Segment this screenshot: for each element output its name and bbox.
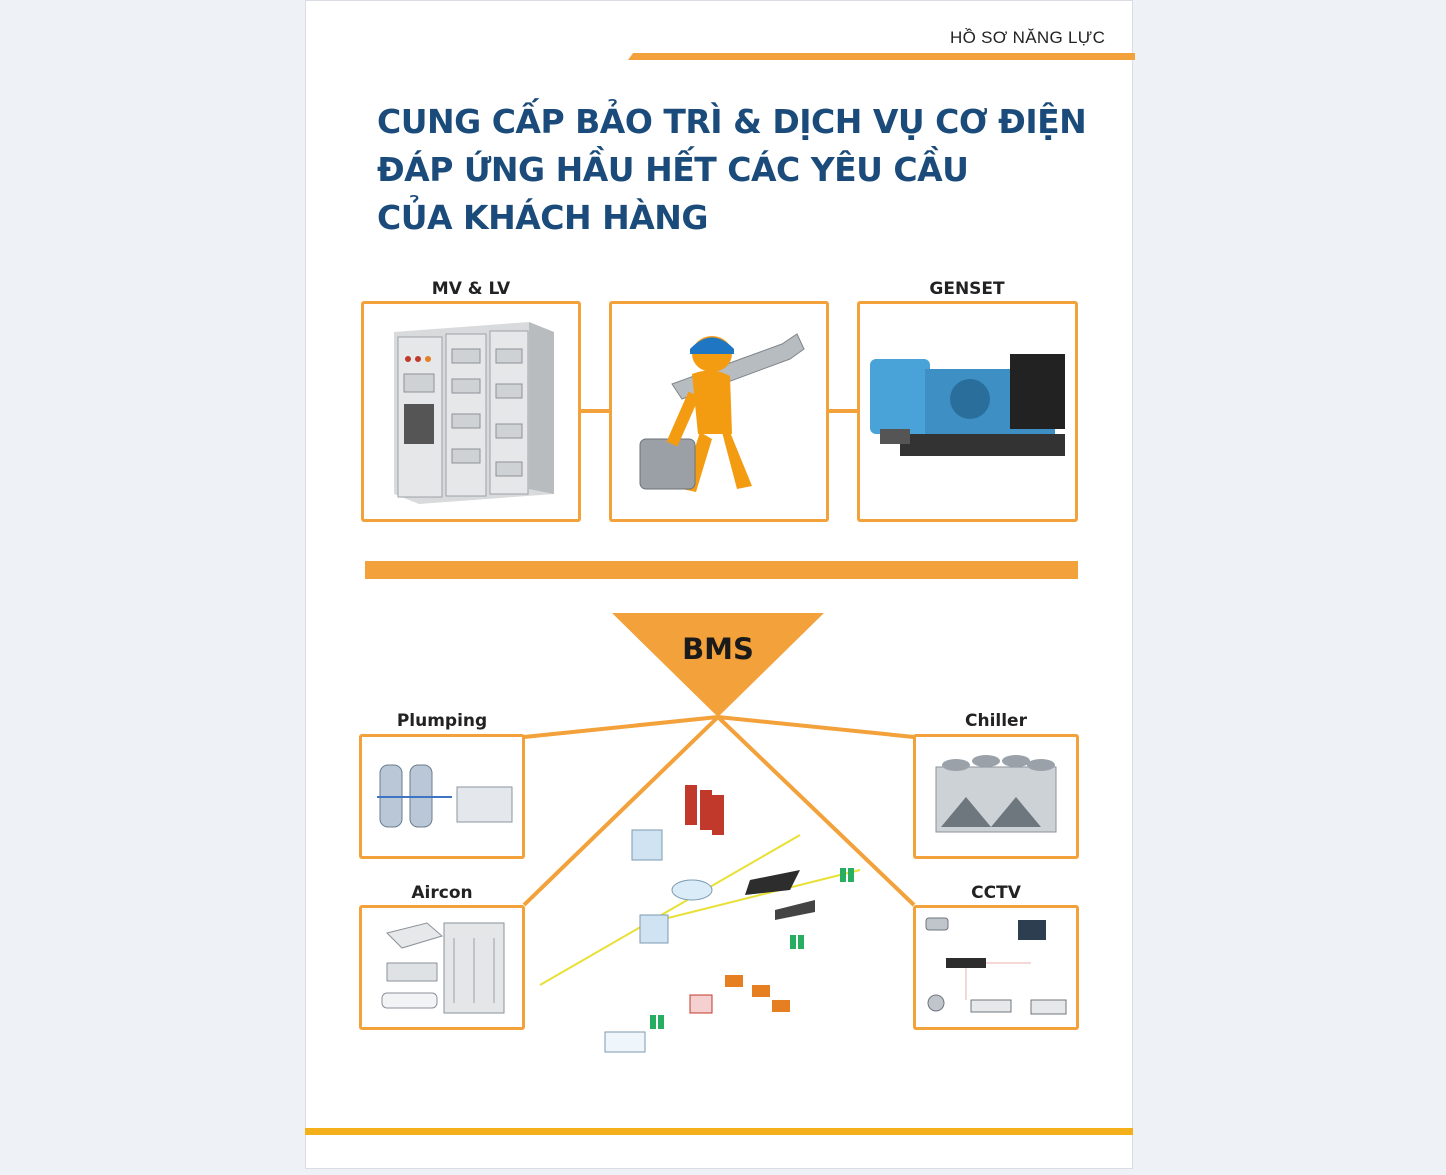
bms-triangle [612,613,824,717]
headline-line-1: CUNG CẤP BẢO TRÌ & DỊCH VỤ CƠ ĐIỆN [377,102,1087,141]
aircon-image-box [359,905,525,1030]
page-headline: CUNG CẤP BẢO TRÌ & DỊCH VỤ CƠ ĐIỆN ĐÁP Ứ… [377,98,1087,242]
chiller-image-box [913,734,1079,859]
header-title: HỒ SƠ NĂNG LỰC [950,28,1106,47]
network-illustration [539,785,861,1053]
headline-line-3: CỦA KHÁCH HÀNG [377,198,708,237]
chiller-image [935,755,1057,833]
cctv-image-box [913,905,1079,1030]
aircon-label: Aircon [411,883,473,903]
switchboard-image [394,322,554,504]
mvlv-label: MV & LV [431,279,511,299]
air-conditioner-image [381,922,505,1014]
section-divider-bar [365,561,1078,579]
mvlv-image-box [361,301,581,522]
genset-image-box [857,301,1078,522]
plumping-label: Plumping [396,711,488,731]
cctv-label: CCTV [971,883,1021,903]
connector-line [828,409,858,413]
header-accent-bar [628,53,1135,60]
headline-line-2: ĐÁP ỨNG HẦU HẾT CÁC YÊU CẦU [377,150,969,189]
bms-label: BMS [682,632,754,666]
maintenance-worker-box [609,301,829,522]
water-treatment-image [377,764,513,828]
plumping-image-box [359,734,525,859]
worker-with-wrench-image [639,333,805,492]
footer-accent-bar [305,1128,1133,1135]
generator-image [870,354,1065,456]
cctv-system-image [925,917,1067,1015]
chiller-label: Chiller [965,711,1027,731]
genset-label: GENSET [929,279,1005,299]
connector-line [580,409,610,413]
